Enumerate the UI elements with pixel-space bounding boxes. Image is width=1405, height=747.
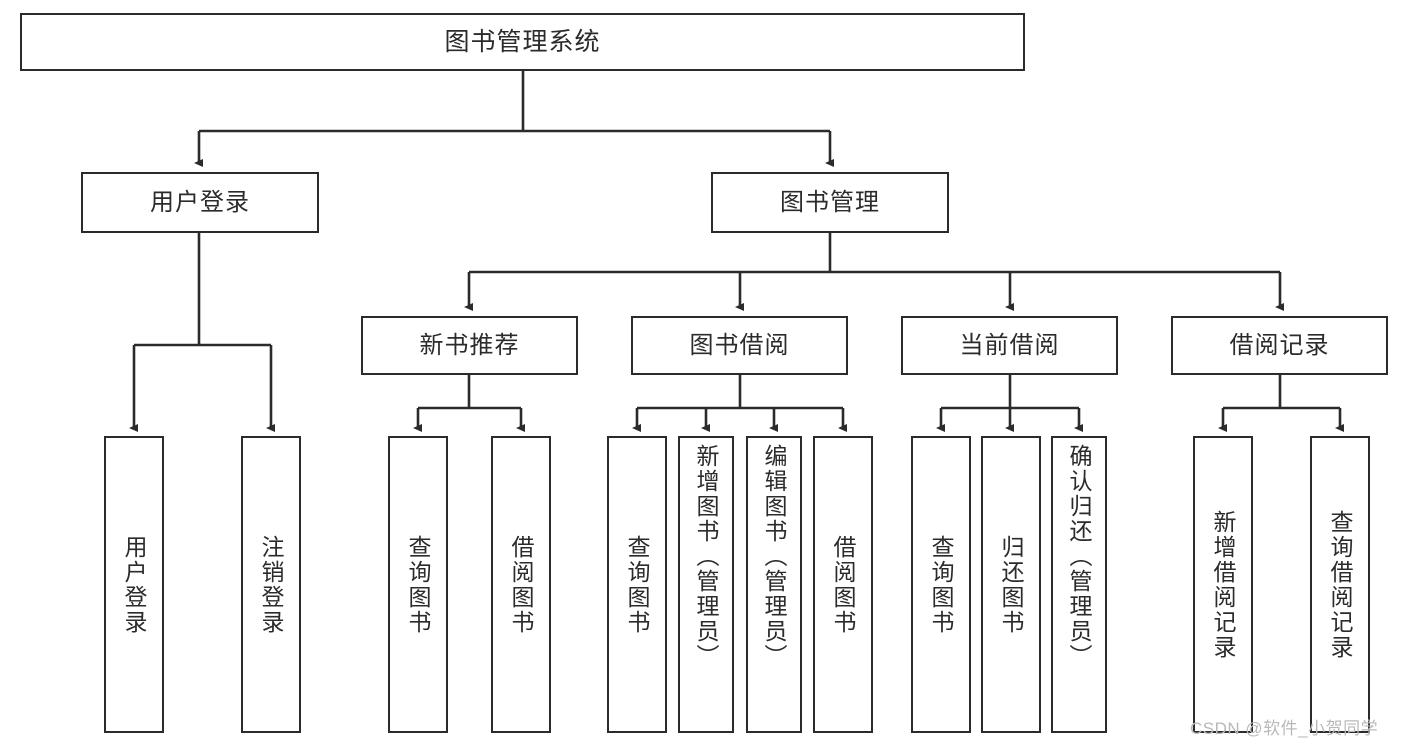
node-book-management[interactable]: 图书管理 — [711, 172, 949, 233]
node-root-label: 图书管理系统 — [444, 27, 601, 56]
leaf-borrow-add-book-admin[interactable]: 新增图书（管理员） — [678, 436, 734, 733]
leaf-recommend-query-book[interactable]: 查询图书 — [388, 436, 448, 733]
leaf-label: 借阅图书 — [830, 534, 857, 635]
node-new-book-recommend-label: 新书推荐 — [419, 331, 520, 359]
leaf-label: 用户登录 — [121, 534, 148, 635]
node-current-borrow[interactable]: 当前借阅 — [901, 316, 1118, 375]
node-book-management-label: 图书管理 — [780, 188, 880, 216]
leaf-current-return-book[interactable]: 归还图书 — [981, 436, 1041, 733]
node-book-borrow-label: 图书借阅 — [689, 331, 790, 359]
node-borrow-record-label: 借阅记录 — [1229, 331, 1330, 359]
leaf-label: 查询图书 — [928, 534, 955, 635]
leaf-borrow-edit-book-admin[interactable]: 编辑图书（管理员） — [746, 436, 802, 733]
node-user-login-label: 用户登录 — [150, 188, 250, 216]
leaf-recommend-borrow-book[interactable]: 借阅图书 — [491, 436, 551, 733]
node-new-book-recommend[interactable]: 新书推荐 — [361, 316, 578, 375]
leaf-borrow-borrow-book[interactable]: 借阅图书 — [813, 436, 873, 733]
leaf-label: 查询借阅记录 — [1327, 509, 1354, 660]
node-borrow-record[interactable]: 借阅记录 — [1171, 316, 1388, 375]
leaf-record-query-record[interactable]: 查询借阅记录 — [1310, 436, 1370, 733]
leaf-current-confirm-return-admin[interactable]: 确认归还（管理员） — [1051, 436, 1107, 733]
node-current-borrow-label: 当前借阅 — [959, 331, 1060, 359]
node-user-login[interactable]: 用户登录 — [81, 172, 319, 233]
csdn-watermark: CSDN @软件_小贺同学 — [1190, 719, 1379, 738]
node-book-borrow[interactable]: 图书借阅 — [631, 316, 848, 375]
leaf-label: 查询图书 — [405, 534, 432, 635]
leaf-user-login-login[interactable]: 用户登录 — [104, 436, 164, 733]
leaf-label: 归还图书 — [998, 534, 1025, 635]
node-root-system[interactable]: 图书管理系统 — [20, 13, 1025, 71]
leaf-label: 查询图书 — [624, 534, 651, 635]
leaf-label: 借阅图书 — [508, 534, 535, 635]
leaf-label: 新增借阅记录 — [1210, 509, 1237, 660]
leaf-record-add-record[interactable]: 新增借阅记录 — [1193, 436, 1253, 733]
leaf-label: 确认归还（管理员） — [1066, 444, 1093, 669]
leaf-label: 编辑图书（管理员） — [761, 444, 788, 669]
leaf-borrow-query-book[interactable]: 查询图书 — [607, 436, 667, 733]
leaf-label: 注销登录 — [258, 534, 285, 635]
leaf-current-query-book[interactable]: 查询图书 — [911, 436, 971, 733]
leaf-user-login-logout[interactable]: 注销登录 — [241, 436, 301, 733]
leaf-label: 新增图书（管理员） — [693, 444, 720, 669]
